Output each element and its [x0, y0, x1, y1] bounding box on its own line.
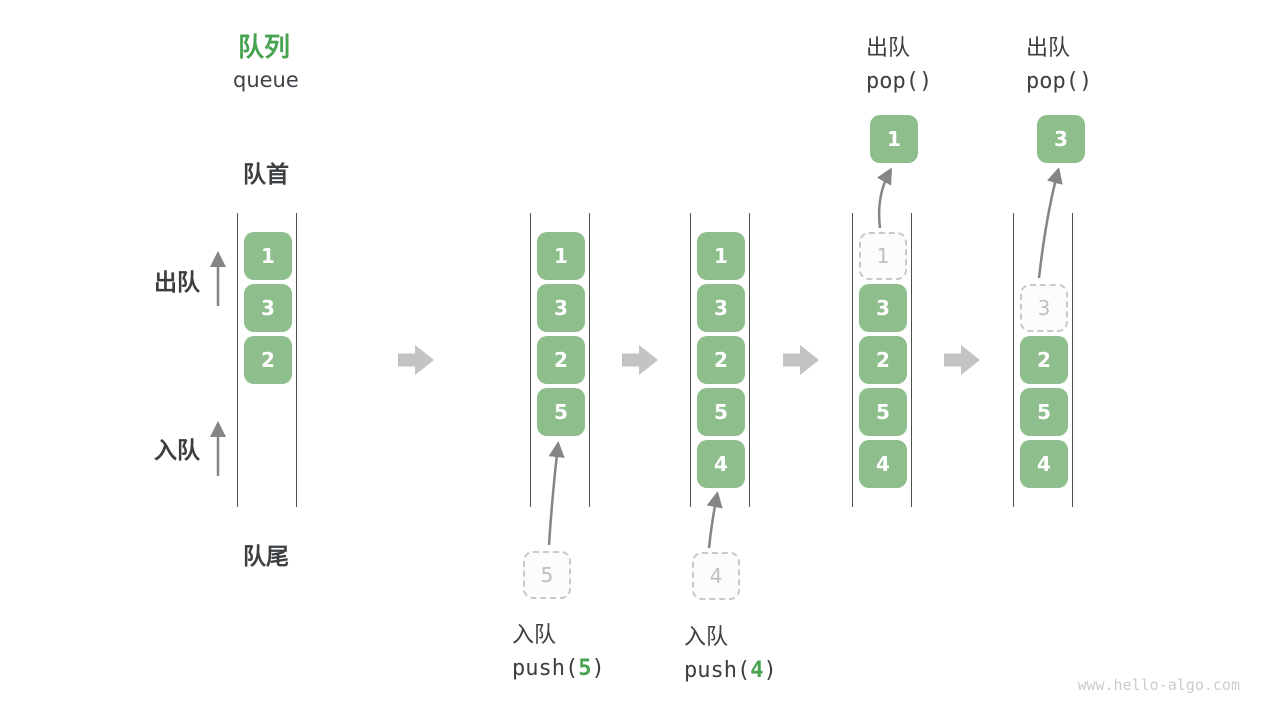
- push4-zh-label: 入队: [684, 625, 729, 650]
- popped-item: 1: [870, 115, 918, 163]
- queue-item: 2: [697, 336, 745, 384]
- transition-block-arrow-icon: [622, 345, 658, 375]
- queue-item: 4: [697, 440, 745, 488]
- push5-zh-label: 入队: [512, 623, 557, 648]
- queue-state-5: 3 2 5 4: [1013, 213, 1073, 507]
- popped-item: 3: [1037, 115, 1085, 163]
- push5-close: ): [591, 656, 605, 681]
- queue-state-4: 1 3 2 5 4: [852, 213, 912, 507]
- pop1-code-label: pop(): [866, 69, 933, 94]
- queue-item: 2: [1020, 336, 1068, 384]
- push5-fn: push(: [512, 656, 579, 681]
- queue-item: 3: [697, 284, 745, 332]
- queue-item: 2: [859, 336, 907, 384]
- push-staging-item: 4: [692, 552, 740, 600]
- queue-item: 4: [859, 440, 907, 488]
- queue-item: 1: [537, 232, 585, 280]
- page-subtitle: queue: [233, 68, 299, 92]
- queue-item: 4: [1020, 440, 1068, 488]
- queue-item: 3: [537, 284, 585, 332]
- push5-arg: 5: [578, 656, 592, 681]
- watermark: www.hello-algo.com: [1077, 676, 1240, 694]
- queue-item: 5: [537, 388, 585, 436]
- transition-block-arrow-icon: [783, 345, 819, 375]
- transition-block-arrow-icon: [398, 345, 434, 375]
- push5-operation-label: 入队 push(5): [512, 617, 605, 681]
- queue-state-2: 1 3 2 5: [530, 213, 590, 507]
- pop2-code-label: pop(): [1026, 69, 1093, 94]
- queue-state-1: 1 3 2: [237, 213, 297, 507]
- page-title: 队列: [238, 33, 291, 63]
- pop2-operation-label: 出队 pop(): [1026, 30, 1092, 94]
- pop1-zh-label: 出队: [866, 36, 911, 61]
- push4-operation-label: 入队 push(4): [684, 619, 777, 683]
- push4-fn: push(: [684, 658, 751, 683]
- pop2-zh-label: 出队: [1026, 36, 1071, 61]
- queue-item: 1: [244, 232, 292, 280]
- transition-block-arrow-icon: [944, 345, 980, 375]
- queue-item: 5: [859, 388, 907, 436]
- queue-rear-label: 队尾: [243, 544, 289, 570]
- queue-state-3: 1 3 2 5 4: [690, 213, 750, 507]
- queue-front-label: 队首: [243, 162, 289, 188]
- enqueue-side-label: 入队: [154, 438, 200, 464]
- push4-code-label: push(4): [684, 658, 777, 683]
- push4-arg: 4: [750, 658, 764, 683]
- queue-item: 3: [859, 284, 907, 332]
- queue-item: 5: [697, 388, 745, 436]
- queue-item: 3: [244, 284, 292, 332]
- push4-close: ): [763, 658, 777, 683]
- queue-item-removed: 3: [1020, 284, 1068, 332]
- push5-code-label: push(5): [512, 656, 605, 681]
- push-staging-item: 5: [523, 551, 571, 599]
- queue-item: 2: [537, 336, 585, 384]
- queue-item: 1: [697, 232, 745, 280]
- queue-item-removed: 1: [859, 232, 907, 280]
- dequeue-side-label: 出队: [154, 270, 200, 296]
- queue-item: 5: [1020, 388, 1068, 436]
- queue-item: 2: [244, 336, 292, 384]
- pop1-operation-label: 出队 pop(): [866, 30, 932, 94]
